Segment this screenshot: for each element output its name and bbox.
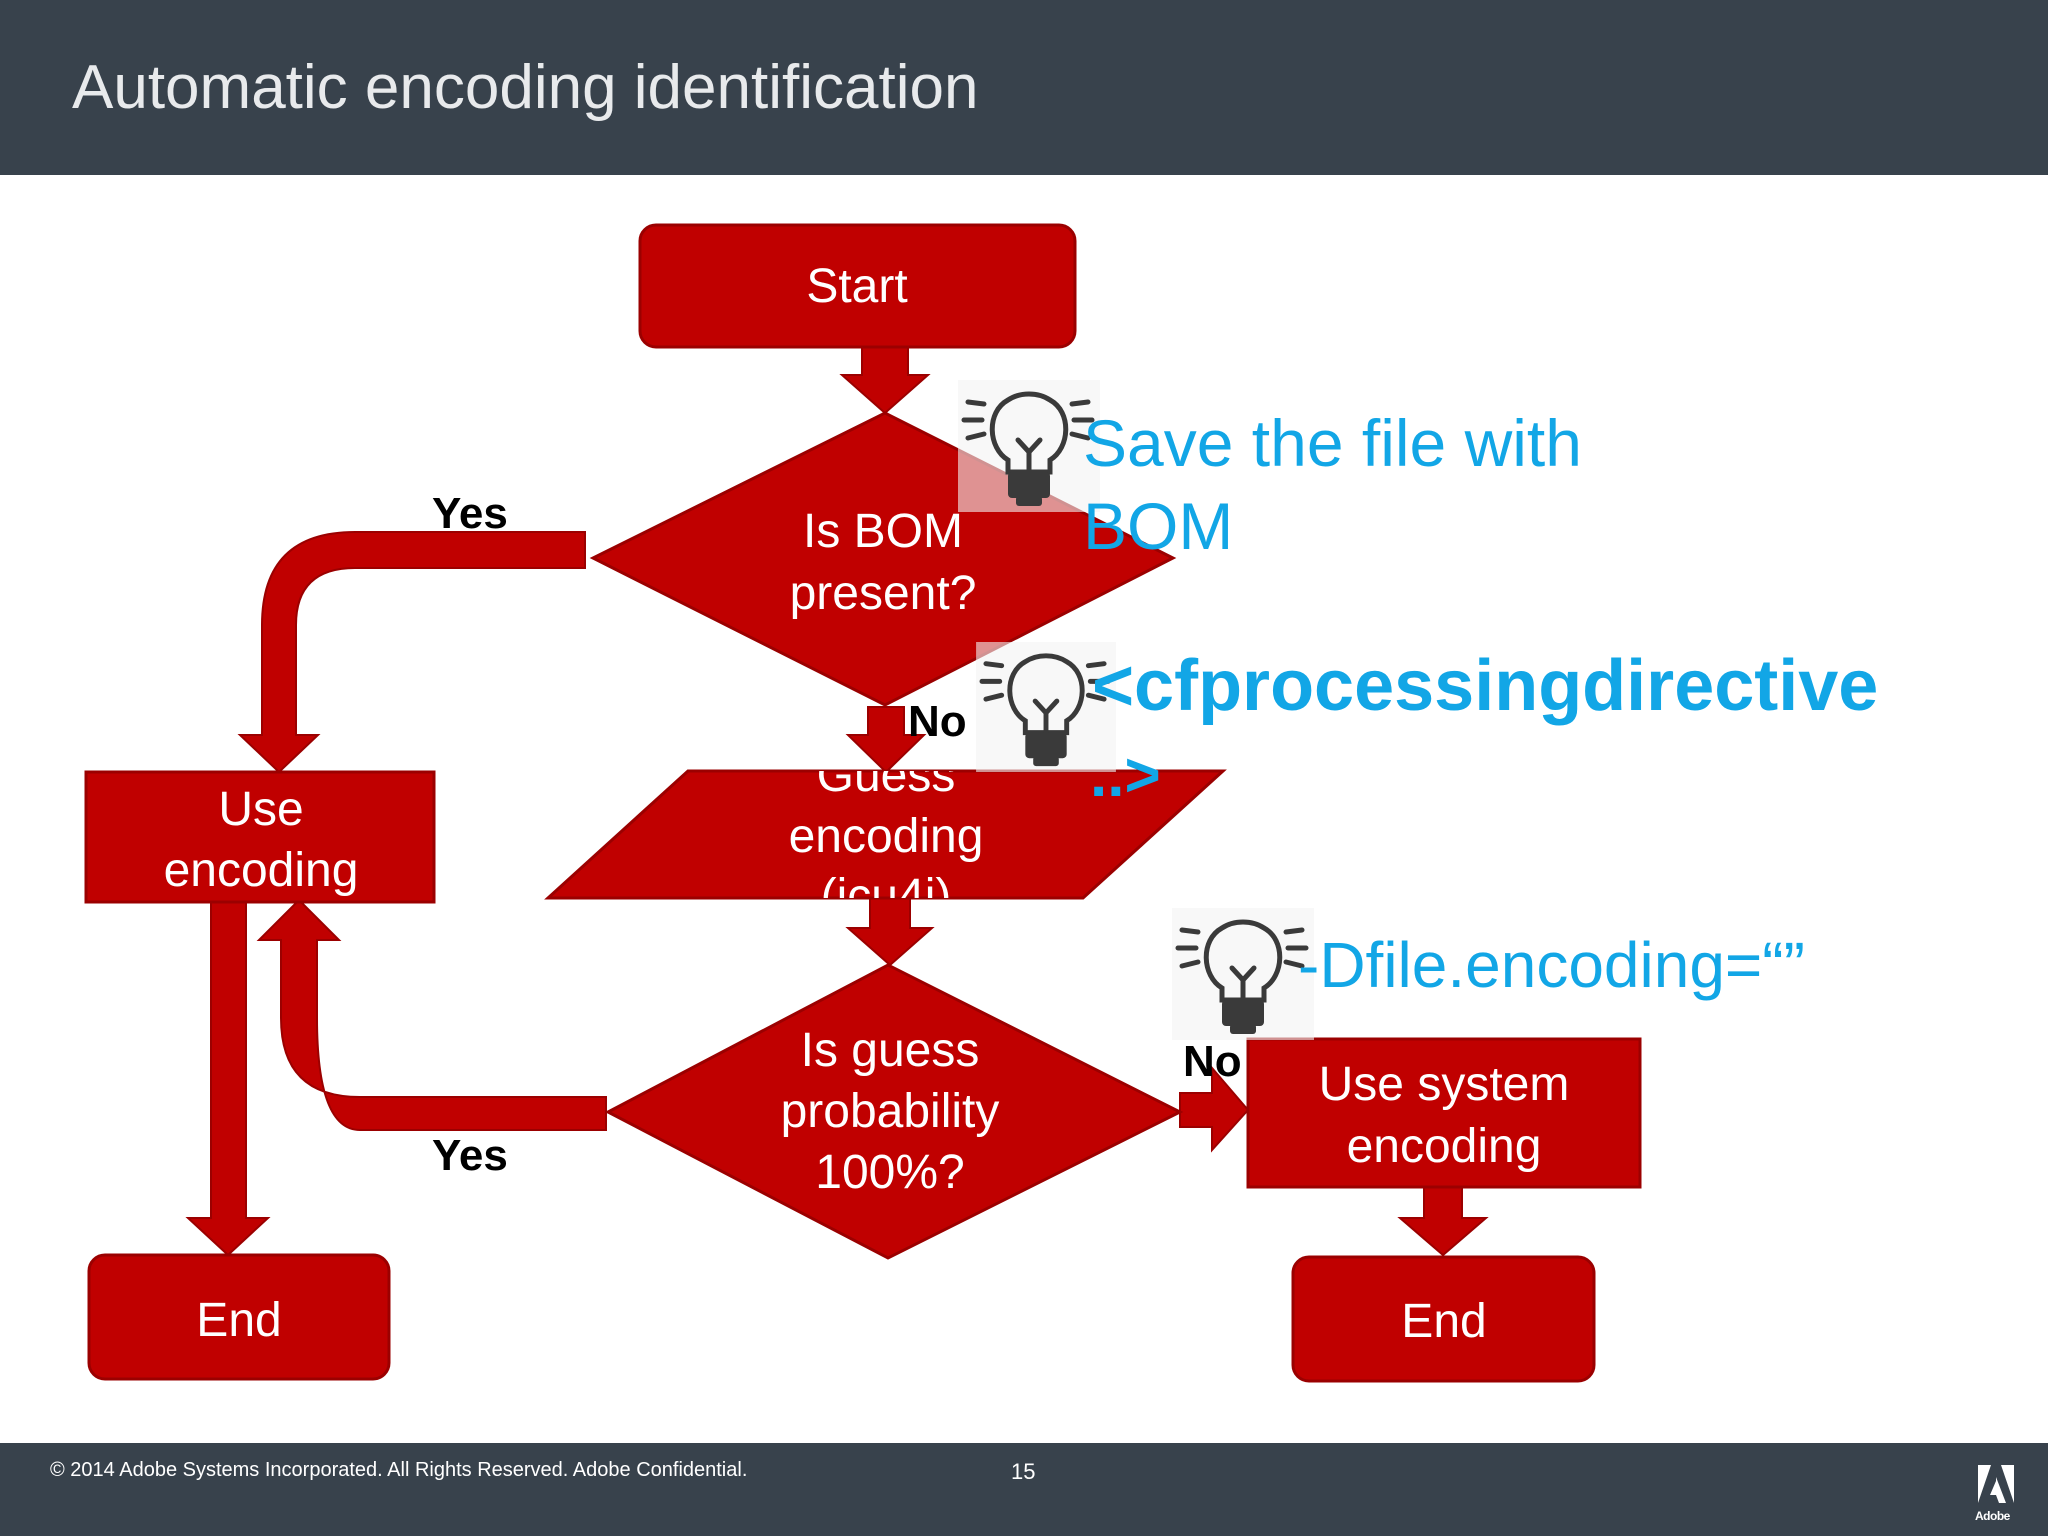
end-node-right: End	[1291, 1255, 1596, 1383]
bom-question-line1: Is BOM	[803, 505, 963, 558]
probability-decision: Is guess probability 100%?	[604, 963, 1184, 1260]
bom-question-line2: present?	[790, 567, 977, 620]
system-encoding-line1: Use system	[1319, 1058, 1570, 1111]
arrow-guess-to-probability	[845, 892, 935, 967]
copyright-text: © 2014 Adobe Systems Incorporated. All R…	[50, 1459, 748, 1481]
start-label: Start	[806, 260, 907, 313]
jvm-encoding-tip: -Dfile.encoding=“”	[1298, 929, 1805, 1001]
lightbulb-icon	[958, 380, 1100, 512]
arrow-probability-no-to-system	[1179, 1065, 1250, 1153]
slide-footer: © 2014 Adobe Systems Incorporated. All R…	[0, 1443, 2048, 1536]
system-encoding-node: Use system encoding	[1246, 1037, 1642, 1189]
guess-line1: Guess	[817, 749, 956, 802]
label-yes-top: Yes	[432, 489, 508, 538]
system-encoding-line2: encoding	[1347, 1120, 1542, 1173]
guess-line3: (icu4j)	[821, 870, 952, 923]
slide-title: Automatic encoding identification	[72, 53, 979, 122]
lightbulb-icon	[976, 642, 1116, 772]
arrow-bom-yes-to-use-encoding	[237, 531, 586, 774]
start-node: Start	[638, 223, 1077, 349]
label-no-right: No	[1183, 1037, 1242, 1086]
page-number: 15	[1011, 1459, 1036, 1484]
label-yes-bottom: Yes	[432, 1131, 508, 1180]
end-right-label: End	[1401, 1295, 1486, 1348]
directive-tip-line1: <cfprocessingdirective	[1092, 646, 1879, 726]
use-encoding-line2: encoding	[164, 844, 359, 897]
directive-tip-line2: ..>	[1090, 741, 1161, 810]
guess-encoding-node: Guess encoding (icu4j)	[544, 749, 1227, 923]
end-node-left: End	[87, 1253, 391, 1381]
arrow-start-to-bom	[839, 344, 931, 415]
prob-question-line2: probability	[781, 1085, 1000, 1138]
adobe-logo-icon	[1978, 1465, 2014, 1503]
arrow-system-to-end	[1397, 1184, 1489, 1257]
prob-question-line3: 100%?	[815, 1146, 964, 1199]
label-no-middle: No	[908, 697, 967, 746]
lightbulb-icon	[1172, 908, 1314, 1040]
arrow-bom-no-to-guess	[845, 706, 927, 774]
adobe-logo-text: Adobe	[1975, 1509, 2010, 1523]
slide-header: Automatic encoding identification	[0, 0, 2048, 175]
use-encoding-line1: Use	[218, 783, 303, 836]
use-encoding-node: Use encoding	[84, 770, 436, 904]
prob-question-line1: Is guess	[801, 1024, 980, 1077]
bom-tip-line2: BOM	[1083, 489, 1234, 563]
arrow-probability-yes-to-use-encoding	[256, 898, 607, 1131]
arrow-use-encoding-to-end	[185, 899, 271, 1257]
guess-line2: encoding	[789, 810, 984, 863]
bom-tip-line1: Save the file with	[1083, 406, 1582, 480]
end-left-label: End	[196, 1294, 281, 1347]
